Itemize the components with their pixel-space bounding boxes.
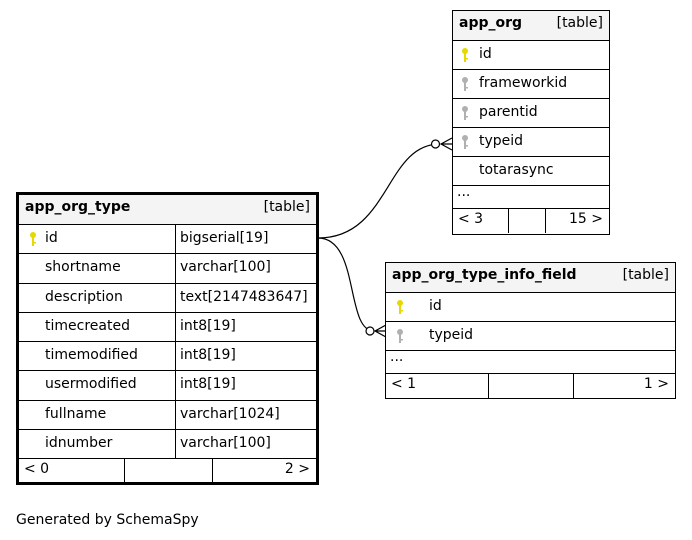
crowfoot-marker [373,324,387,338]
children-count[interactable]: 1 > [643,376,669,392]
table-header: app_org_type [table] [19,195,316,225]
foreign-key-icon [397,329,403,343]
column-row-fullname[interactable]: fullname varchar[1024] [19,400,316,431]
cell-divider [175,283,176,312]
table-footer: < 1 1 > [386,374,675,398]
primary-key-icon [462,48,468,62]
column-name: id [479,46,492,62]
relationship-app-org-typeid [317,143,441,239]
column-name: totarasync [479,162,554,178]
table-header: app_org [table] [453,11,609,41]
table-name: app_org [459,15,523,31]
relationship-info-field-typeid [317,237,375,332]
column-type: int8[19] [180,376,236,393]
column-type: int8[19] [180,347,236,364]
column-name: id [429,298,442,314]
column-name: timecreated [45,317,130,334]
table-name: app_org_type [25,199,131,215]
column-row-typeid[interactable]: typeid [386,322,675,351]
column-name: shortname [45,259,121,276]
column-row-id[interactable]: id [386,293,675,322]
column-row-timemodified[interactable]: timemodified int8[19] [19,342,316,372]
column-name: parentid [479,104,538,120]
column-name: typeid [429,327,474,343]
foreign-key-icon [462,106,468,120]
zero-many-marker [365,326,375,336]
column-type: varchar[100] [180,435,271,452]
column-row-description[interactable]: description text[2147483647] [19,283,316,313]
generated-by-caption: Generated by SchemaSpy [16,512,199,528]
more-columns-ellipsis: ... [386,349,675,374]
table-footer: < 0 2 > [19,459,316,484]
column-type: text[2147483647] [180,288,308,305]
footer-divider [488,374,489,398]
parents-count[interactable]: < 0 [24,461,50,478]
column-row-shortname[interactable]: shortname varchar[100] [19,254,316,284]
table-type-label: [table] [622,267,669,283]
table-app-org-type-info-field[interactable]: app_org_type_info_field [table] id typei… [385,262,676,399]
column-row-timecreated[interactable]: timecreated int8[19] [19,312,316,343]
column-type: varchar[100] [180,259,271,276]
footer-divider [212,459,213,484]
column-row-usermodified[interactable]: usermodified int8[19] [19,371,316,401]
column-row-totarasync[interactable]: totarasync [453,157,609,186]
column-row-id[interactable]: id [453,41,609,70]
column-name: id [45,230,58,246]
children-count[interactable]: 2 > [284,461,310,478]
parents-count[interactable]: < 1 [391,376,417,392]
column-type: int8[19] [180,317,236,334]
cell-divider [175,254,176,283]
foreign-key-icon [462,135,468,149]
ellipsis-text: ... [457,184,471,200]
table-header: app_org_type_info_field [table] [386,263,675,293]
table-app-org-type[interactable]: app_org_type [table] id bigserial[19] sh… [16,192,319,485]
cell-divider [175,342,176,371]
table-app-org[interactable]: app_org [table] id frameworkid parentid … [452,10,610,235]
primary-key-icon [397,300,403,314]
children-count[interactable]: 15 > [569,211,603,227]
footer-divider [573,374,574,398]
column-row-typeid[interactable]: typeid [453,128,609,157]
foreign-key-icon [462,77,468,91]
column-name: usermodified [45,376,137,393]
table-type-label: [table] [556,15,603,31]
column-name: idnumber [45,435,113,452]
column-name: description [45,288,123,305]
column-row-frameworkid[interactable]: frameworkid [453,70,609,99]
cell-divider [175,400,176,430]
footer-divider [124,459,125,484]
crowfoot-marker [439,137,453,151]
footer-divider [545,209,546,233]
column-name: timemodified [45,347,138,364]
ellipsis-text: ... [390,349,404,365]
column-row-idnumber[interactable]: idnumber varchar[100] [19,430,316,460]
cell-divider [175,371,176,400]
zero-many-marker [430,139,441,149]
column-name: fullname [45,405,107,422]
table-name: app_org_type_info_field [392,267,577,283]
table-footer: < 3 15 > [453,209,609,233]
more-columns-ellipsis: ... [453,184,609,209]
table-type-label: [table] [263,199,310,215]
cell-divider [175,225,176,254]
parents-count[interactable]: < 3 [458,211,484,227]
column-row-id[interactable]: id bigserial[19] [19,225,316,255]
column-type: bigserial[19] [180,230,269,246]
column-name: frameworkid [479,75,568,91]
footer-divider [508,209,509,233]
primary-key-icon [30,232,36,246]
column-name: typeid [479,133,524,149]
cell-divider [175,430,176,459]
column-row-parentid[interactable]: parentid [453,99,609,128]
column-type: varchar[1024] [180,405,280,422]
cell-divider [175,312,176,342]
